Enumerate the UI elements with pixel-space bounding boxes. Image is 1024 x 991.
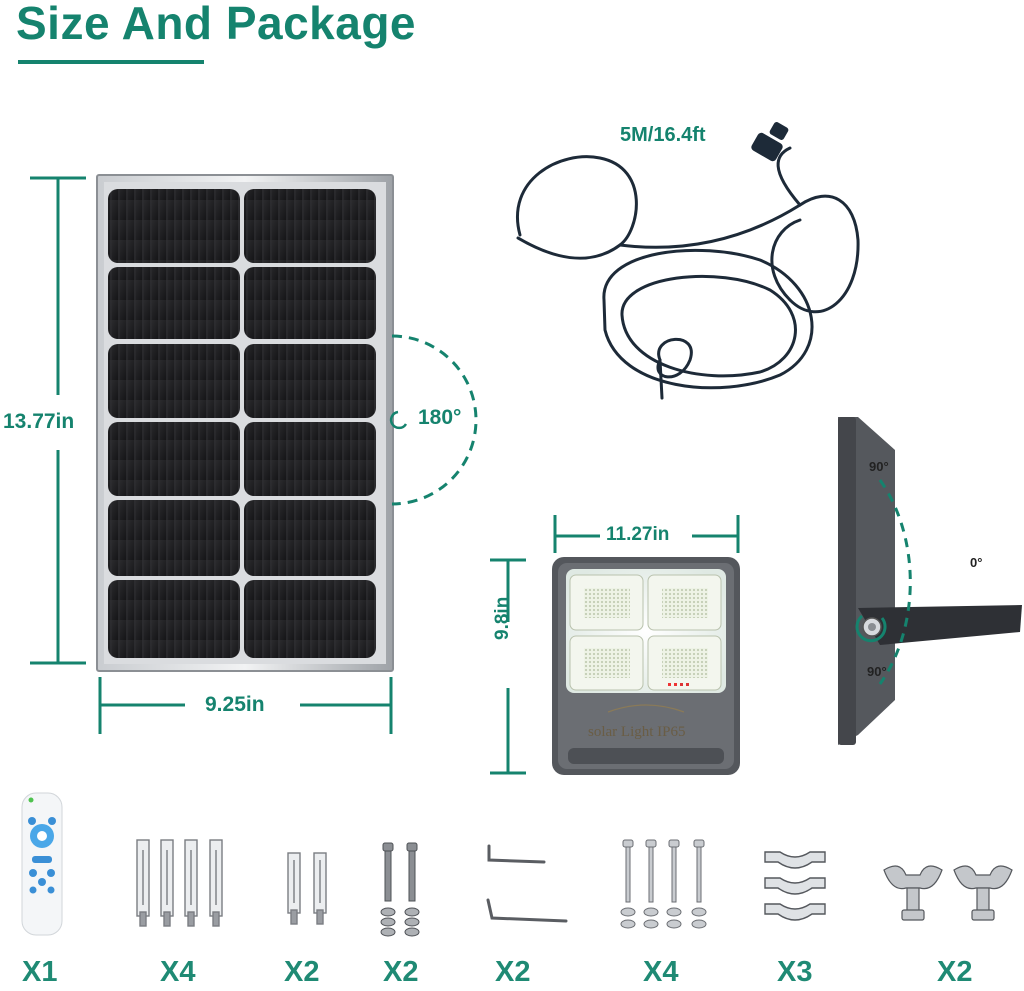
long-screw-set-icon: [620, 839, 707, 929]
panel-height-dimension: [30, 176, 86, 665]
title-underline: [18, 60, 204, 64]
lamp-width-dimension: [553, 515, 740, 553]
wing-bolt-icon: [883, 865, 1013, 921]
remote-control-icon: [21, 792, 63, 936]
qty-remote: X1: [22, 956, 58, 988]
solar-panel: [96, 174, 394, 672]
expansion-bolt-small-icon: [287, 852, 327, 925]
cable-coil: [516, 146, 860, 400]
screw-set-icon: [380, 842, 420, 937]
led-modules: [569, 574, 722, 691]
flood-lamp: [552, 557, 740, 775]
qty-expansion-bolt-large: X4: [160, 956, 196, 988]
bracket-angle-top: 90°: [869, 459, 889, 474]
panel-rotation-label: 180°: [418, 406, 462, 429]
cable-length-label: 5M/16.4ft: [620, 124, 706, 146]
lamp-side-view: [838, 417, 1022, 745]
bracket-angle-bottom: 90°: [867, 664, 887, 679]
cable-connector: [751, 122, 789, 162]
qty-clamp-bracket: X3: [777, 956, 813, 988]
lamp-height-label: 9.8in: [492, 596, 513, 640]
panel-width-dimension: [98, 677, 393, 734]
lamp-brand-label: solar Light IP65: [588, 724, 686, 740]
page-title: Size And Package: [16, 0, 417, 49]
panel-rotation-arc: [389, 334, 478, 506]
lamp-width-label: 11.27in: [606, 524, 670, 545]
hex-key-icon: [486, 844, 568, 923]
bracket-angle-mid: 0°: [970, 555, 983, 570]
expansion-bolt-large-icon: [136, 839, 223, 927]
qty-long-screw-set: X4: [643, 956, 679, 988]
qty-screw-set: X2: [383, 956, 419, 988]
solar-cells: [108, 189, 376, 658]
qty-expansion-bolt-small: X2: [284, 956, 320, 988]
qty-hex-key: X2: [495, 956, 531, 988]
clamp-bracket-icon: [764, 851, 826, 921]
panel-height-label: 13.77in: [3, 410, 75, 433]
lamp-height-dimension: [490, 558, 526, 775]
qty-wing-bolt: X2: [937, 956, 973, 988]
panel-width-label: 9.25in: [205, 693, 265, 716]
